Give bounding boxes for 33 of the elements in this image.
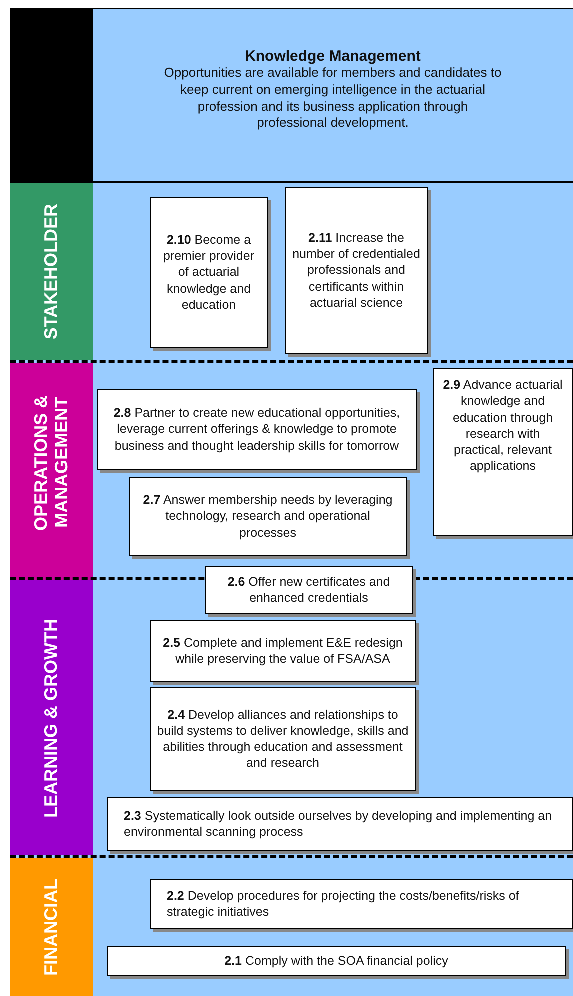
perspective-band — [10, 360, 573, 563]
objective-text: 2.5 Complete and implement E&E redesign while preserving the value of FSA/ASA — [162, 634, 404, 668]
band-label: OPERATIONS & MANAGEMENT — [30, 394, 72, 533]
objective-box — [107, 797, 573, 851]
band-label: LEARNING & GROWTH — [41, 618, 62, 818]
band-label: STAKEHOLDER — [41, 204, 62, 340]
objective-box — [150, 687, 416, 791]
objective-text: 2.1 Comply with the SOA financial policy — [224, 952, 448, 970]
objective-box — [129, 477, 407, 556]
perspective-band — [10, 183, 573, 361]
objective-box — [433, 368, 573, 536]
objective-text: 2.11 Increase the number of credentialed professionals and certificants within actuarial science — [292, 230, 421, 312]
objective-text: 2.8 Partner to create new educational opportunities, leverage current offerings & knowledge to promote business and thought leadership skills for tomorrow — [112, 405, 402, 454]
perspective-band — [10, 563, 573, 856]
objective-box — [285, 187, 428, 354]
objective-box — [205, 566, 413, 614]
objective-box — [97, 389, 417, 470]
objective-text: 2.4 Develop alliances and relationships to build systems to deliver knowledge, skills and abilities through education and assessment and research — [157, 706, 409, 772]
description-text: Opportunities are available for members and candidates to keep current on emerging intelligence in the actuarial profession and its business application through professional development. — [163, 64, 503, 132]
objective-text: 2.3 Systematically look outside ourselves by developing and implementing an environmental scanning process — [124, 808, 554, 840]
objective-box — [107, 946, 566, 976]
objective-box — [150, 197, 268, 348]
objective-text: 2.2 Develop procedures for projecting the costs/benefits/risks of strategic initiatives — [167, 888, 520, 920]
objective-box — [150, 620, 416, 682]
objective-box — [150, 879, 573, 929]
perspective-band — [10, 855, 573, 996]
objective-text: 2.7 Answer membership needs by leveraging technology, research and operational processes — [142, 492, 394, 541]
objective-text: 2.10 Become a premier provider of actuarial knowledge and education — [162, 232, 256, 314]
objective-text: 2.9 Advance actuarial knowledge and education through research with practical, relevant applications — [442, 377, 564, 474]
band-label: FINANCIAL — [41, 878, 62, 976]
heading: Knowledge Management — [245, 48, 421, 65]
header-panel — [10, 8, 573, 184]
objective-text: 2.6 Offer new certificates and enhanced credentials — [226, 574, 392, 606]
